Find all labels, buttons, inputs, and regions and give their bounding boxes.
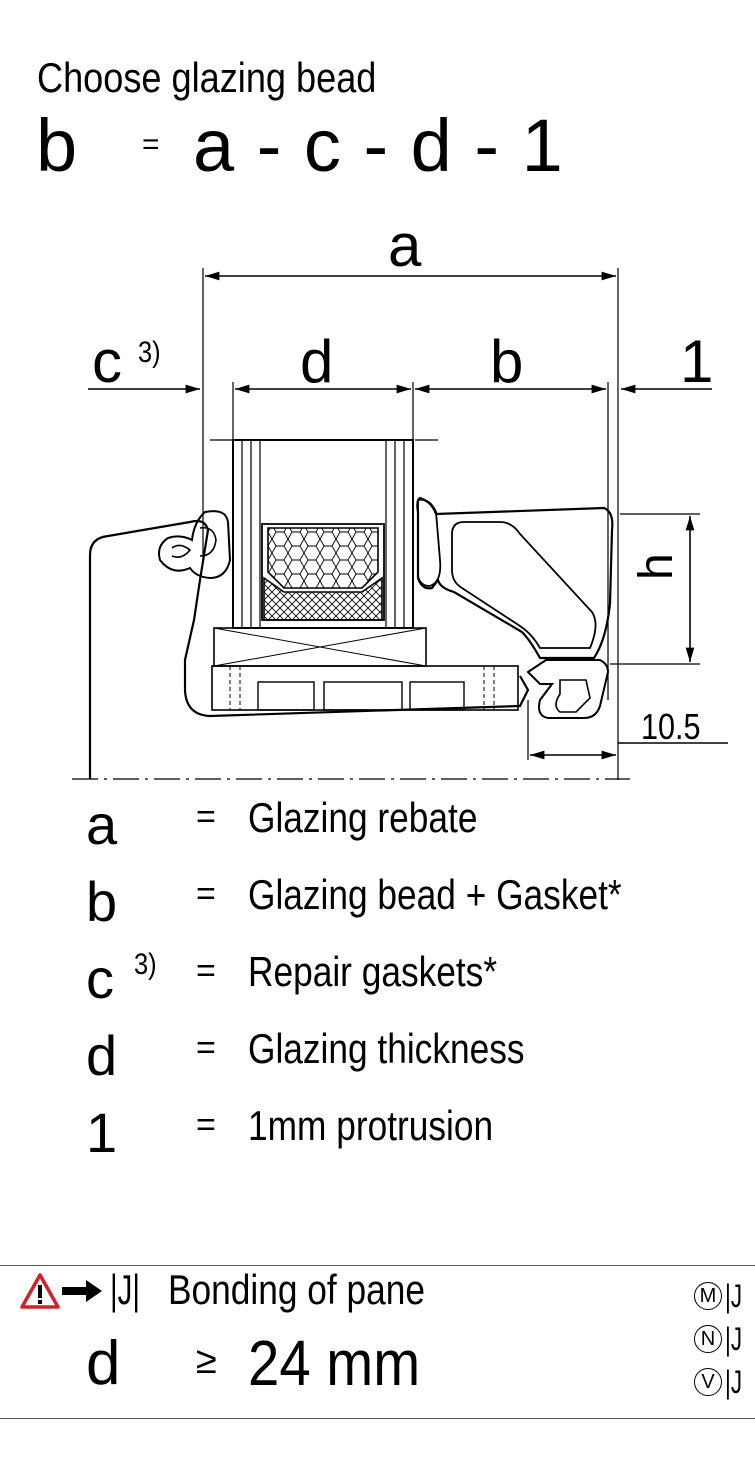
legend-symbol-note: 3)	[134, 948, 157, 981]
frame-profile	[88, 519, 530, 779]
legend-text: 1mm protrusion	[248, 1102, 494, 1149]
ref-badge-m: M	[694, 1282, 722, 1310]
dim-label-offset: 10.5	[641, 706, 701, 747]
legend-equals: =	[196, 952, 216, 990]
divider-top	[0, 1265, 755, 1266]
formula-equals: =	[142, 128, 160, 161]
ref-badge-v: V	[694, 1368, 722, 1396]
note-value: 24 mm	[248, 1327, 421, 1399]
legend-symbol: b	[86, 870, 118, 933]
formula-rhs: a - c - d - 1	[193, 104, 563, 187]
legend-equals: =	[196, 1029, 216, 1067]
ref-text: |J	[725, 1321, 743, 1357]
arrow-right-icon	[62, 1280, 102, 1302]
legend-text: Glazing thickness	[248, 1025, 525, 1072]
glazing-section-diagram	[72, 268, 728, 780]
note-tag: |J|	[110, 1266, 140, 1313]
legend-equals: =	[196, 875, 216, 913]
edge-seal	[263, 576, 383, 621]
bead-inner-chamber	[451, 521, 597, 649]
legend-equals: =	[196, 798, 216, 836]
dim-label-b: b	[490, 328, 524, 395]
legend-text: Repair gaskets*	[248, 948, 498, 995]
spacer-desiccant	[267, 527, 379, 589]
legend-text: Glazing rebate	[248, 794, 478, 841]
dim-label-c-note: 3)	[138, 336, 161, 369]
legend-symbol: d	[86, 1024, 118, 1087]
left-gasket	[158, 510, 232, 580]
warning-triangle-icon	[20, 1273, 60, 1309]
note-symbol: d	[86, 1329, 121, 1398]
dim-label-d: d	[300, 328, 334, 395]
legend-text: Glazing bead + Gasket*	[248, 871, 622, 918]
note-relation: ≥	[196, 1340, 217, 1382]
ref-text: |J	[725, 1278, 743, 1314]
dim-label-1: 1	[680, 328, 714, 395]
ref-text: |J	[725, 1364, 743, 1400]
page-title: Choose glazing bead	[37, 54, 377, 101]
glazing-bead	[416, 496, 614, 660]
legend-symbol: c	[86, 947, 114, 1010]
right-gasket	[417, 498, 442, 587]
divider-bottom	[0, 1418, 755, 1419]
ref-badge-n: N	[694, 1325, 722, 1353]
dim-label-a: a	[388, 212, 422, 279]
legend-symbol: 1	[86, 1101, 118, 1164]
bead-clip	[526, 659, 610, 719]
legend-equals: =	[196, 1106, 216, 1144]
note-title: Bonding of pane	[168, 1266, 425, 1313]
formula-lhs: b	[36, 104, 78, 187]
legend-symbol: a	[86, 793, 118, 856]
dim-label-c: c	[92, 328, 122, 395]
dim-label-h: h	[630, 553, 683, 580]
